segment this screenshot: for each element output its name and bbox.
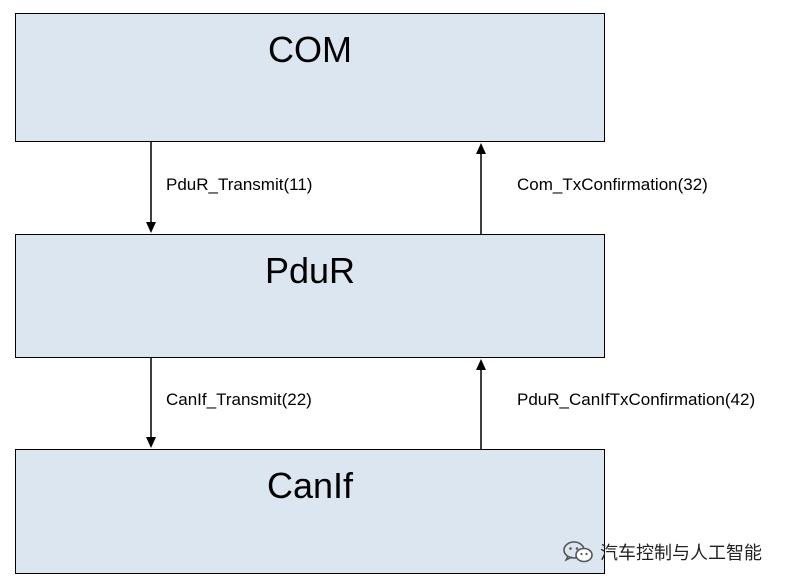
com-tx-confirmation-label: Com_TxConfirmation(32) bbox=[517, 175, 708, 194]
watermark: 汽车控制与人工智能 bbox=[562, 540, 762, 564]
com-layer-title: COM bbox=[268, 29, 352, 70]
arrow-canif-to-pdur bbox=[476, 359, 486, 449]
arrow-com-to-pdur bbox=[146, 142, 156, 233]
pdur-layer-box: PduR bbox=[15, 234, 605, 358]
pdur-transmit-label: PduR_Transmit(11) bbox=[166, 175, 313, 194]
canif-layer-title: CanIf bbox=[266, 465, 354, 506]
arrow-pdur-to-com bbox=[476, 143, 486, 234]
wechat-icon bbox=[563, 541, 593, 563]
watermark-text: 汽车控制与人工智能 bbox=[600, 543, 762, 564]
canif-layer-box: CanIf bbox=[15, 449, 605, 574]
canif-transmit-label: CanIf_Transmit(22) bbox=[166, 390, 312, 409]
arrow-pdur-to-canif bbox=[146, 358, 156, 448]
com-layer-box: COM bbox=[15, 13, 605, 142]
pdur-canif-tx-confirmation-label: PduR_CanIfTxConfirmation(42) bbox=[517, 390, 756, 409]
pdur-layer-title: PduR bbox=[264, 250, 356, 291]
